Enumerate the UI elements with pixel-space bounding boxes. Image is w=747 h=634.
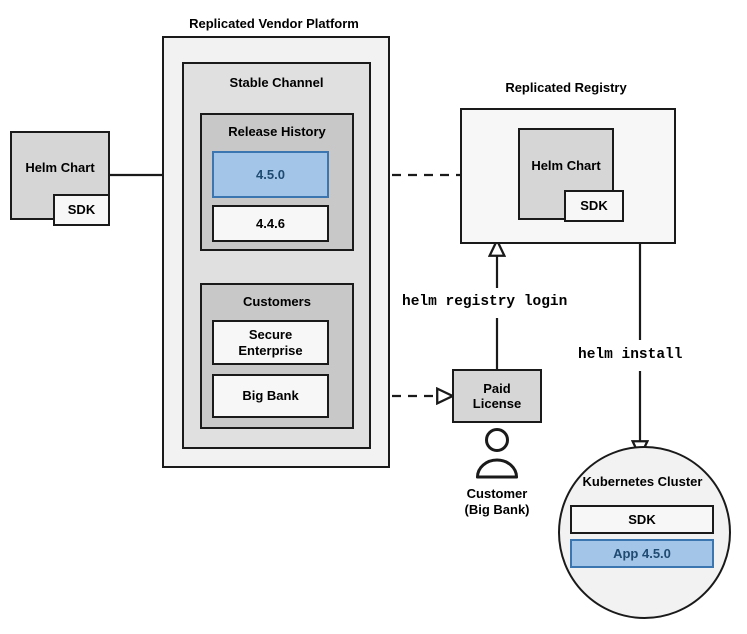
customer-name-line1: Big Bank <box>242 388 299 404</box>
customer-item-big-bank[interactable]: Big Bank <box>212 374 329 418</box>
customer-actor-label-line1: Customer <box>466 486 528 501</box>
cluster-component-app: App 4.5.0 <box>570 539 714 568</box>
registry-title: Replicated Registry <box>505 80 627 95</box>
command-helm-registry-login: helm registry login <box>402 294 568 310</box>
registry-sdk-box: SDK <box>564 190 624 222</box>
release-item-4-5-0[interactable]: 4.5.0 <box>212 151 329 198</box>
kubernetes-cluster-title: Kubernetes Cluster <box>582 474 703 489</box>
customer-actor-label-line2: (Big Bank) <box>464 502 530 517</box>
registry-helm-chart-label: Helm Chart <box>531 158 601 174</box>
paid-license-box: Paid License <box>452 369 542 423</box>
cluster-component-label: SDK <box>628 511 656 527</box>
release-item-4-4-6[interactable]: 4.4.6 <box>212 205 329 242</box>
person-icon <box>476 428 518 479</box>
customer-name-line1: Secure <box>248 327 293 343</box>
source-sdk-label: SDK <box>67 202 96 218</box>
release-history-title: Release History <box>228 124 326 139</box>
customer-item-secure-enterprise[interactable]: Secure Enterprise <box>212 320 329 365</box>
cluster-component-sdk: SDK <box>570 505 714 534</box>
vendor-platform-title: Replicated Vendor Platform <box>189 16 359 31</box>
customer-name-line2: Enterprise <box>238 342 303 358</box>
paid-license-line1: Paid <box>483 380 511 396</box>
cluster-component-label: App 4.5.0 <box>613 545 671 561</box>
source-sdk-box: SDK <box>53 194 110 226</box>
source-helm-chart-label: Helm Chart <box>25 159 95 175</box>
registry-sdk-label: SDK <box>580 198 608 214</box>
stable-channel-title: Stable Channel <box>229 75 324 90</box>
customers-title: Customers <box>243 294 311 309</box>
release-version-label: 4.5.0 <box>256 166 285 182</box>
paid-license-line2: License <box>472 396 522 411</box>
command-helm-install: helm install <box>578 347 683 363</box>
release-version-label: 4.4.6 <box>256 215 285 231</box>
